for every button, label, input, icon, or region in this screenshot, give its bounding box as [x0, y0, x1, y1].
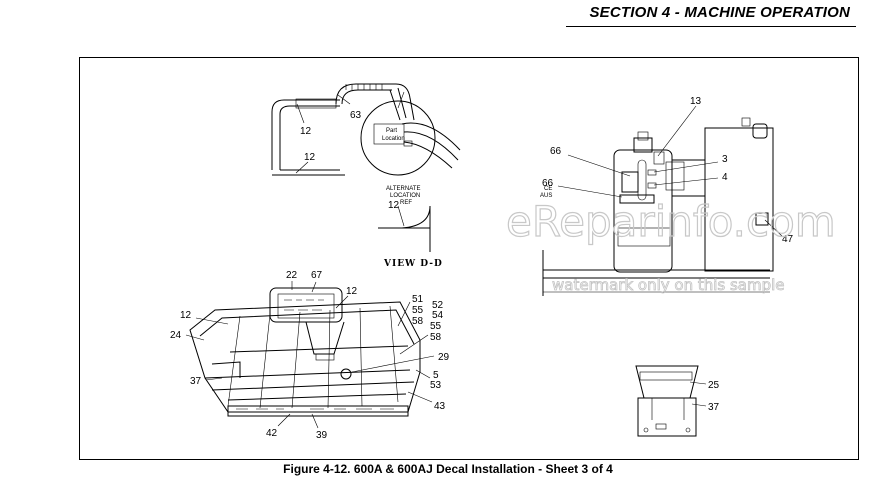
callout-43: 43	[434, 401, 446, 412]
callout-51: 51	[412, 294, 424, 305]
svg-text:Location: Location	[382, 136, 405, 142]
callout-67: 67	[311, 270, 323, 281]
callout-37: 37	[190, 376, 202, 387]
callout-63: 63	[350, 110, 362, 121]
callout-55-a: 55	[412, 305, 424, 316]
callout-53: 53	[430, 380, 442, 391]
callout-39: 39	[316, 430, 328, 441]
callout-12-top: 12	[300, 126, 312, 137]
callout-25: 25	[708, 380, 720, 391]
callout-66-a: 66	[550, 146, 562, 157]
callout-52: 52	[432, 300, 444, 311]
callout-12-basket-left: 12	[180, 310, 192, 321]
rail-detail: Part Location	[271, 83, 461, 176]
callout-66-b: 66	[542, 178, 554, 189]
callout-54: 54	[432, 310, 444, 321]
callout-37-footswitch: 37	[708, 402, 720, 413]
machine-side-detail: CE AUS	[540, 105, 783, 296]
ce-note-line2: AUS	[540, 193, 552, 199]
callout-29: 29	[438, 352, 450, 363]
callout-55-b: 55	[430, 321, 442, 332]
header-rule	[566, 26, 856, 27]
alternate-note-line2: LOCATION	[390, 193, 420, 199]
section-title: SECTION 4 - MACHINE OPERATION	[589, 4, 850, 21]
svg-text:Part: Part	[386, 128, 397, 134]
callout-13: 13	[690, 96, 702, 107]
callout-58-a: 58	[412, 316, 424, 327]
callout-labels: 63 12 12 12 13 66 66 3 4 47 22 67 12 12 …	[170, 96, 794, 441]
figure-frame	[79, 57, 859, 460]
alternate-note-line3: REF	[400, 200, 412, 206]
alternate-note-line1: ALTERNATE	[386, 186, 420, 192]
callout-47: 47	[782, 234, 794, 245]
callout-22: 22	[286, 270, 298, 281]
view-d-d-detail: ALTERNATE LOCATION REF VIEW D-D	[378, 186, 443, 269]
callout-12-mid: 12	[304, 152, 316, 163]
callout-5: 5	[433, 370, 439, 381]
callout-58-b: 58	[430, 332, 442, 343]
callout-3: 3	[722, 154, 728, 165]
figure-caption: Figure 4-12. 600A & 600AJ Decal Installa…	[283, 462, 613, 476]
watermark-brand: eReparinfo.com	[506, 197, 836, 246]
watermark-note: watermark only on this sample	[552, 276, 785, 294]
callout-4: 4	[722, 172, 728, 183]
ce-note-line1: CE	[544, 186, 552, 192]
callout-24: 24	[170, 330, 182, 341]
callout-42: 42	[266, 428, 278, 439]
view-label: VIEW D-D	[383, 259, 443, 269]
callout-12-view: 12	[388, 200, 400, 211]
platform-basket	[185, 281, 435, 429]
callout-12-basket-right: 12	[346, 286, 358, 297]
footswitch-detail	[635, 365, 707, 437]
